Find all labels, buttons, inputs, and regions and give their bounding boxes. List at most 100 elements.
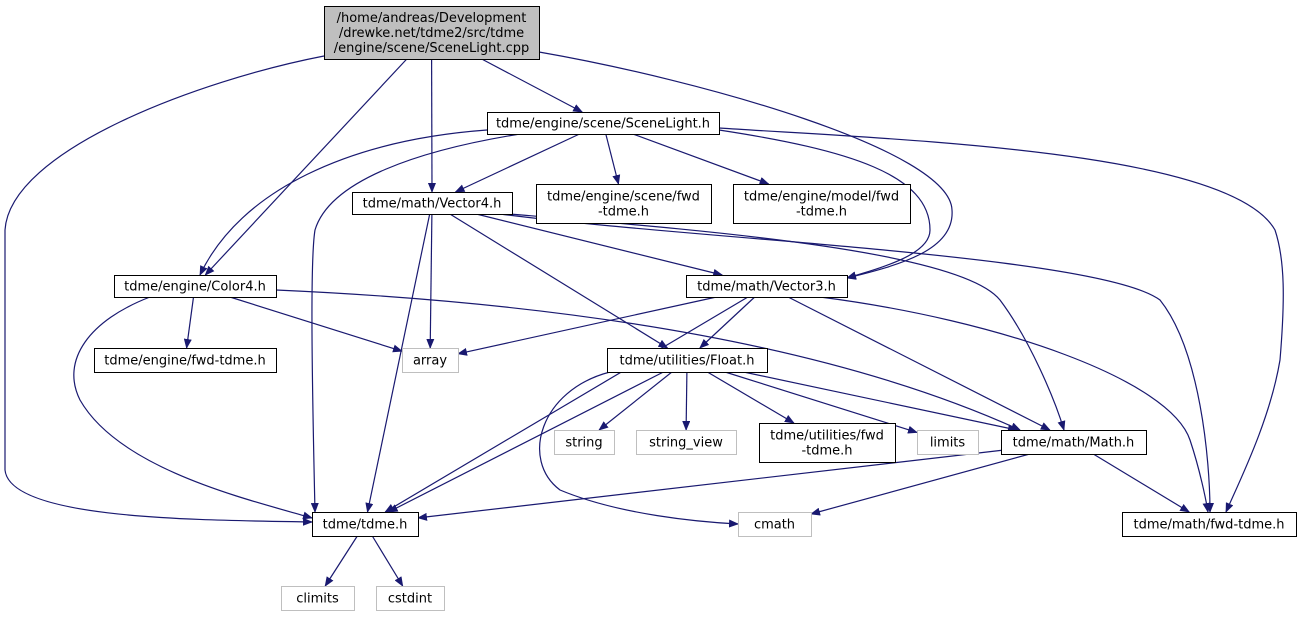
- edge-float_h-to-string: [598, 371, 673, 431]
- node-array: array: [402, 348, 459, 373]
- node-label-line: tdme/engine/scene/SceneLight.h: [496, 117, 710, 132]
- node-math-fwd[interactable]: tdme/math/fwd-tdme.h: [1122, 512, 1297, 537]
- node-box: [917, 430, 979, 455]
- node-box: [536, 184, 712, 224]
- node-box: [114, 275, 277, 298]
- node-cstdint: cstdint: [376, 586, 445, 611]
- node-box: [376, 586, 445, 611]
- nodes-layer: /home/andreas/Development/drewke.net/tdm…: [94, 6, 1297, 611]
- node-scene-fwd[interactable]: tdme/engine/scene/fwd-tdme.h: [536, 184, 712, 224]
- node-label-line: tdme/engine/model/fwd: [744, 190, 899, 205]
- node-math-h[interactable]: tdme/math/Math.h: [1001, 430, 1147, 455]
- node-label-line: tdme/engine/fwd-tdme.h: [104, 354, 265, 369]
- node-box: [94, 348, 277, 373]
- edge-vector3_h-to-tdme_h: [384, 296, 749, 513]
- edge-scenelight_h-to-color4_h: [199, 129, 488, 276]
- node-engine-fwd[interactable]: tdme/engine/fwd-tdme.h: [94, 348, 277, 373]
- node-label-line: tdme/engine/Color4.h: [124, 280, 266, 295]
- node-label-line: tdme/math/Vector4.h: [363, 197, 502, 212]
- node-label-line: cmath: [754, 518, 795, 533]
- node-label-line: climits: [296, 592, 339, 607]
- node-tdme-h[interactable]: tdme/tdme.h: [312, 512, 419, 537]
- edge-float_h-to-limits: [724, 371, 918, 434]
- node-label-line: -tdme.h: [598, 205, 649, 220]
- edge-float_h-to-string_view: [682, 371, 691, 431]
- edge-math_h-to-math_fwd: [1092, 453, 1191, 513]
- edge-math_h-to-cmath: [810, 453, 1030, 516]
- edge-color4_h-to-tdme_h: [73, 296, 313, 520]
- node-label-line: cstdint: [388, 592, 432, 607]
- edge-root-to-color4_h: [204, 58, 408, 276]
- node-model-fwd[interactable]: tdme/engine/model/fwd-tdme.h: [733, 184, 911, 224]
- node-box: [607, 348, 768, 373]
- node-vector4-h[interactable]: tdme/math/Vector4.h: [352, 192, 513, 215]
- node-climits: climits: [281, 586, 355, 611]
- node-box: [281, 586, 355, 611]
- node-util-fwd[interactable]: tdme/utilities/fwd-tdme.h: [759, 423, 896, 463]
- edge-vector3_h-to-math_h: [787, 296, 1051, 431]
- node-box: [636, 430, 737, 455]
- node-box: [402, 348, 459, 373]
- node-box: [324, 6, 540, 60]
- edge-root-to-vector3_h: [538, 51, 953, 280]
- node-label-line: /engine/scene/SceneLight.cpp: [334, 41, 530, 56]
- edge-root-to-scenelight_h: [481, 58, 584, 113]
- node-label-line: string_view: [649, 436, 723, 451]
- node-cmath: cmath: [738, 512, 812, 537]
- node-label-line: /home/andreas/Development: [337, 11, 527, 26]
- edge-math_h-to-tdme_h: [417, 449, 1002, 521]
- node-box: [759, 423, 896, 463]
- edge-float_h-to-math_h: [743, 371, 1018, 433]
- edge-vector4_h-to-array: [426, 213, 435, 349]
- node-label-line: -tdme.h: [801, 444, 852, 459]
- node-box: [1122, 512, 1297, 537]
- node-label-line: string: [565, 436, 602, 451]
- node-label-line: tdme/math/fwd-tdme.h: [1133, 518, 1284, 533]
- node-string-view: string_view: [636, 430, 737, 455]
- node-vector3-h[interactable]: tdme/math/Vector3.h: [686, 275, 848, 298]
- node-box: [733, 184, 911, 224]
- edge-tdme_h-to-climits: [324, 535, 358, 587]
- node-box: [352, 192, 513, 215]
- edge-vector3_h-to-float_h: [699, 296, 756, 349]
- node-label-line: tdme/engine/scene/fwd: [547, 190, 700, 205]
- node-label-line: tdme/tdme.h: [323, 518, 408, 533]
- edge-color4_h-to-engine_fwd: [183, 296, 195, 349]
- node-box: [738, 512, 812, 537]
- node-label-line: array: [413, 354, 447, 369]
- edge-root-to-tdme_h: [4, 55, 325, 526]
- node-box: [312, 512, 419, 537]
- node-box: [1001, 430, 1147, 455]
- edge-scenelight_h-to-model_fwd: [632, 133, 770, 185]
- edge-float_h-to-cmath: [539, 371, 739, 528]
- edge-scenelight_h-to-math_fwd: [718, 127, 1284, 513]
- edge-scenelight_h-to-tdme_h: [310, 133, 521, 513]
- node-label-line: limits: [930, 436, 966, 451]
- edge-scenelight_h-to-scene_fwd: [605, 133, 621, 185]
- edges-layer: [4, 51, 1284, 587]
- node-label-line: tdme/math/Vector3.h: [697, 280, 836, 295]
- edge-vector3_h-to-array: [457, 296, 717, 356]
- node-box: [487, 112, 720, 135]
- edge-scenelight_h-to-vector4_h: [454, 133, 580, 193]
- node-float-h[interactable]: tdme/utilities/Float.h: [607, 348, 768, 373]
- edge-color4_h-to-math_h: [275, 289, 1021, 431]
- node-box: [554, 430, 615, 455]
- node-scenelight-h[interactable]: tdme/engine/scene/SceneLight.h: [487, 112, 720, 135]
- edge-vector4_h-to-math_fwd: [499, 213, 1214, 513]
- node-label-line: /drewke.net/tdme2/src/tdme: [339, 26, 524, 41]
- node-label-line: -tdme.h: [796, 205, 847, 220]
- edge-vector3_h-to-math_fwd: [819, 296, 1211, 513]
- node-label-line: tdme/utilities/fwd: [770, 429, 884, 444]
- edge-vector4_h-to-math_h: [509, 213, 1066, 431]
- edge-scenelight_h-to-vector3_h: [718, 129, 931, 280]
- edge-color4_h-to-array: [229, 296, 403, 353]
- edge-float_h-to-util_fwd: [707, 371, 795, 424]
- edge-vector4_h-to-vector3_h: [476, 213, 724, 277]
- node-color4-h[interactable]: tdme/engine/Color4.h: [114, 275, 277, 298]
- edge-tdme_h-to-cstdint: [371, 535, 404, 587]
- node-root[interactable]: /home/andreas/Development/drewke.net/tdm…: [324, 6, 540, 60]
- node-label-line: tdme/math/Math.h: [1013, 436, 1135, 451]
